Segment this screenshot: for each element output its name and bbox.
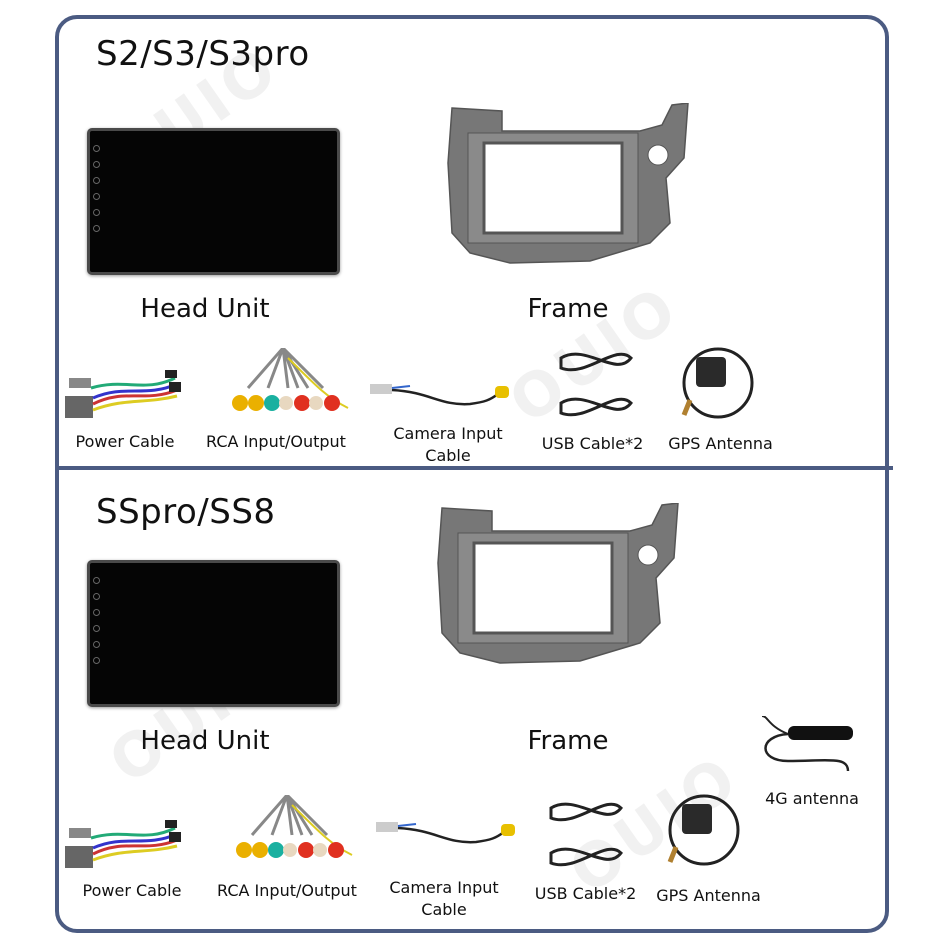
section-title: S2/S3/S3pro bbox=[96, 34, 310, 74]
rca-cable-image bbox=[230, 348, 350, 413]
camera-cable-image bbox=[376, 820, 517, 844]
power-cable-image bbox=[65, 368, 183, 420]
camera-label-line2: Cable bbox=[425, 446, 471, 465]
power-cable-label: Power Cable bbox=[82, 881, 182, 900]
camera-label-line1: Camera Input bbox=[393, 424, 503, 443]
camera-label-line1: Camera Input bbox=[389, 878, 499, 897]
power-cable-image bbox=[65, 818, 183, 870]
camera-cable-image bbox=[370, 382, 511, 406]
head-unit-image bbox=[87, 560, 340, 707]
usb-cable-image bbox=[549, 802, 623, 867]
rca-label: RCA Input/Output bbox=[217, 881, 357, 900]
section-title: SSpro/SS8 bbox=[96, 492, 276, 532]
usb-label: USB Cable*2 bbox=[541, 434, 644, 453]
section-border bbox=[55, 15, 889, 933]
gps-label: GPS Antenna bbox=[668, 434, 773, 453]
gps-antenna-image bbox=[664, 792, 746, 872]
head-unit-image bbox=[87, 128, 340, 275]
head-unit-label: Head Unit bbox=[140, 294, 270, 324]
camera-label-line2: Cable bbox=[421, 900, 467, 919]
side-buttons bbox=[93, 145, 100, 232]
rca-label: RCA Input/Output bbox=[206, 432, 346, 451]
usb-label: USB Cable*2 bbox=[534, 884, 637, 903]
frame-label: Frame bbox=[527, 726, 609, 756]
frame-image bbox=[436, 503, 680, 665]
side-buttons bbox=[93, 577, 100, 664]
rca-cable-image bbox=[234, 795, 354, 860]
4g-antenna-image bbox=[760, 716, 855, 773]
gps-antenna-image bbox=[678, 345, 760, 420]
head-unit-label: Head Unit bbox=[140, 726, 270, 756]
usb-cable-image bbox=[559, 352, 633, 417]
section-divider bbox=[55, 466, 893, 470]
frame-image bbox=[446, 103, 690, 265]
power-cable-label: Power Cable bbox=[75, 432, 175, 451]
gps-label: GPS Antenna bbox=[656, 886, 761, 905]
frame-label: Frame bbox=[527, 294, 609, 324]
4g-antenna-label: 4G antenna bbox=[765, 789, 859, 808]
